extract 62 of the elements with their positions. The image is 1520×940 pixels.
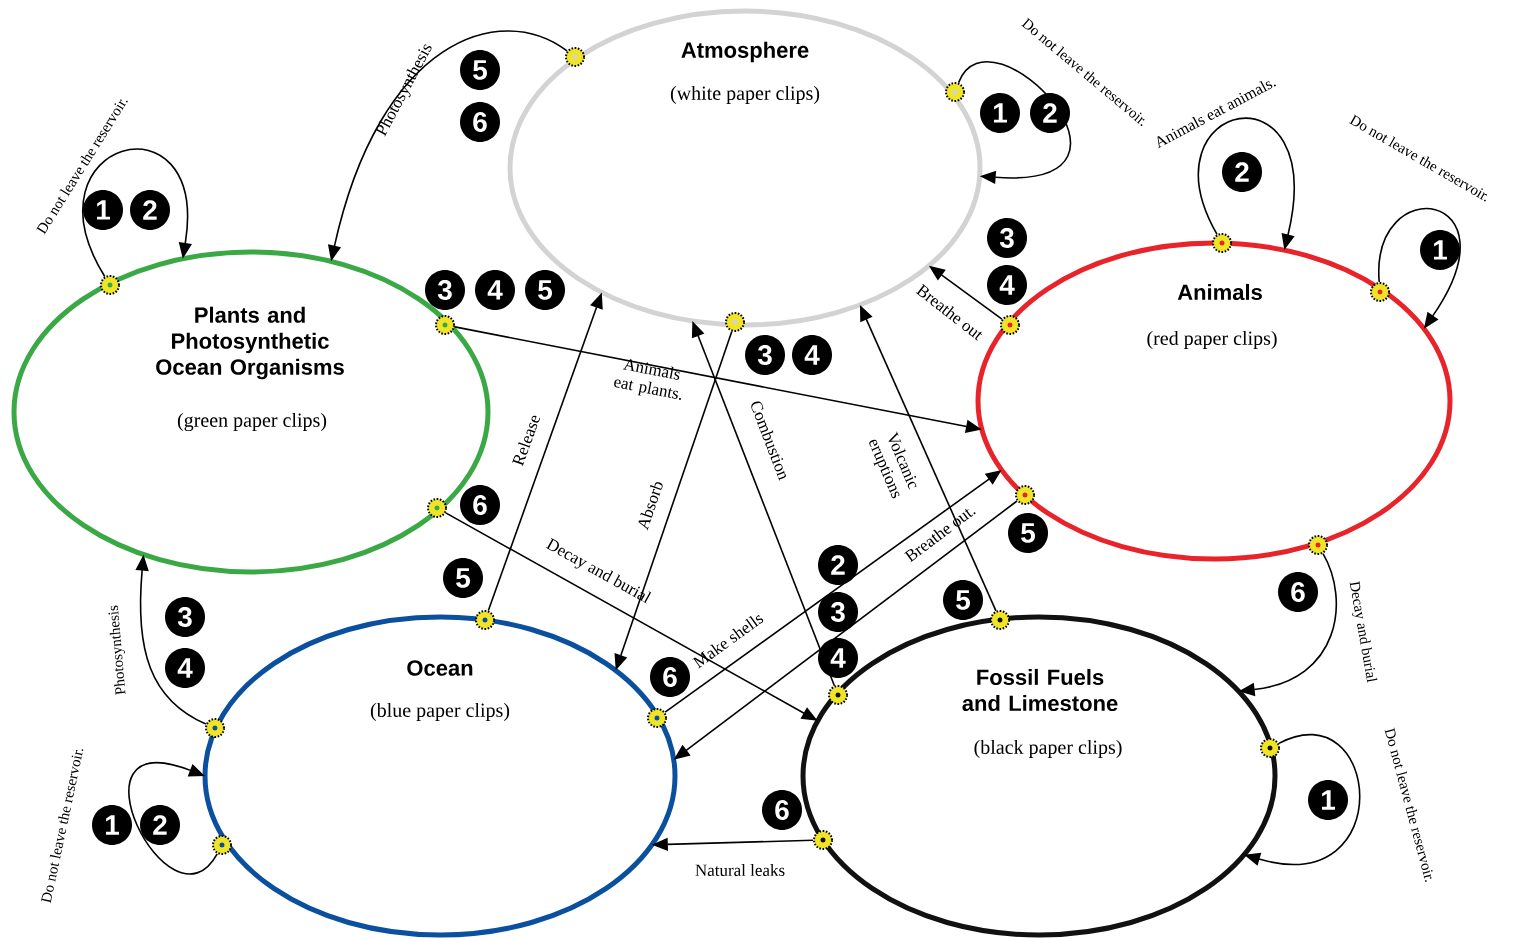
callout-number: 1 [1308, 780, 1348, 820]
callout-number: 2 [818, 545, 858, 585]
callout-number: 1 [1420, 230, 1460, 270]
callout-number: 4 [987, 265, 1027, 305]
callout-number: 1 [980, 93, 1020, 133]
callout-number: 5 [1008, 513, 1048, 553]
callout-number: 2 [140, 805, 180, 845]
arrow [82, 148, 192, 278]
callout-number: 4 [165, 648, 205, 688]
reservoir-subtitle: (blue paper clips) [370, 702, 510, 722]
callout-number: 3 [745, 335, 785, 375]
callout-number: 2 [130, 190, 170, 230]
clip-dot [1308, 535, 1328, 555]
clip-dot [725, 312, 745, 332]
callout-number: 5 [943, 580, 983, 620]
edge-label: Do not leave the reservoir. [1384, 727, 1433, 882]
clip-dot [990, 610, 1010, 630]
reservoir-subtitle: (red paper clips) [1147, 330, 1277, 350]
clip-dot [813, 830, 833, 850]
clip-dot [565, 47, 585, 67]
callout-number: 3 [165, 597, 205, 637]
edge-label: Natural leaks [695, 864, 785, 876]
callout-number: 3 [425, 270, 465, 310]
reservoir-title: Animals [1177, 283, 1262, 301]
callout-number: 2 [1030, 93, 1070, 133]
callout-number: 6 [650, 657, 690, 697]
reservoir-subtitle: (green paper clips) [177, 412, 327, 432]
callout-number: 1 [83, 190, 123, 230]
edge-label: Photosynthesis [108, 605, 126, 695]
edge-label: Animals eat plants. [614, 359, 681, 400]
clip-dot [475, 610, 495, 630]
callout-number: 4 [818, 638, 858, 678]
clip-dot [1260, 738, 1280, 758]
callout-number: 5 [525, 270, 565, 310]
callout-number: 6 [460, 102, 500, 142]
callout-number: 2 [1222, 152, 1262, 192]
callout-number: 3 [818, 592, 858, 632]
reservoir-subtitle: (black paper clips) [974, 739, 1122, 759]
clip-dot [205, 718, 225, 738]
callout-number: 4 [475, 270, 515, 310]
edge-label: Decay and burial [1349, 580, 1378, 683]
reservoir-title: Fossil Fuels and Limestone [962, 668, 1118, 712]
callout-number: 4 [792, 335, 832, 375]
callout-number: 6 [1278, 572, 1318, 612]
callout-number: 5 [460, 50, 500, 90]
arrow [128, 762, 218, 875]
callout-number: 6 [762, 790, 802, 830]
edge-label: Do not leave the reservoir. [41, 749, 84, 904]
clip-dot [1212, 233, 1232, 253]
edge-label: Absorb [638, 482, 663, 531]
callout-number: 1 [92, 805, 132, 845]
reservoir-subtitle: (white paper clips) [670, 85, 820, 105]
edge-label: Release [512, 415, 540, 467]
reservoir-title: Plants and Photosynthetic Ocean Organisms [156, 306, 344, 380]
callout-number: 5 [443, 558, 483, 598]
clip-dot [212, 835, 232, 855]
reservoir-title: Atmosphere [681, 41, 809, 63]
callout-number: 6 [460, 485, 500, 525]
clip-dot [945, 82, 965, 102]
reservoir-title: Ocean [407, 660, 473, 676]
edge-label: Make shells [692, 615, 764, 669]
callout-number: 3 [987, 218, 1027, 258]
